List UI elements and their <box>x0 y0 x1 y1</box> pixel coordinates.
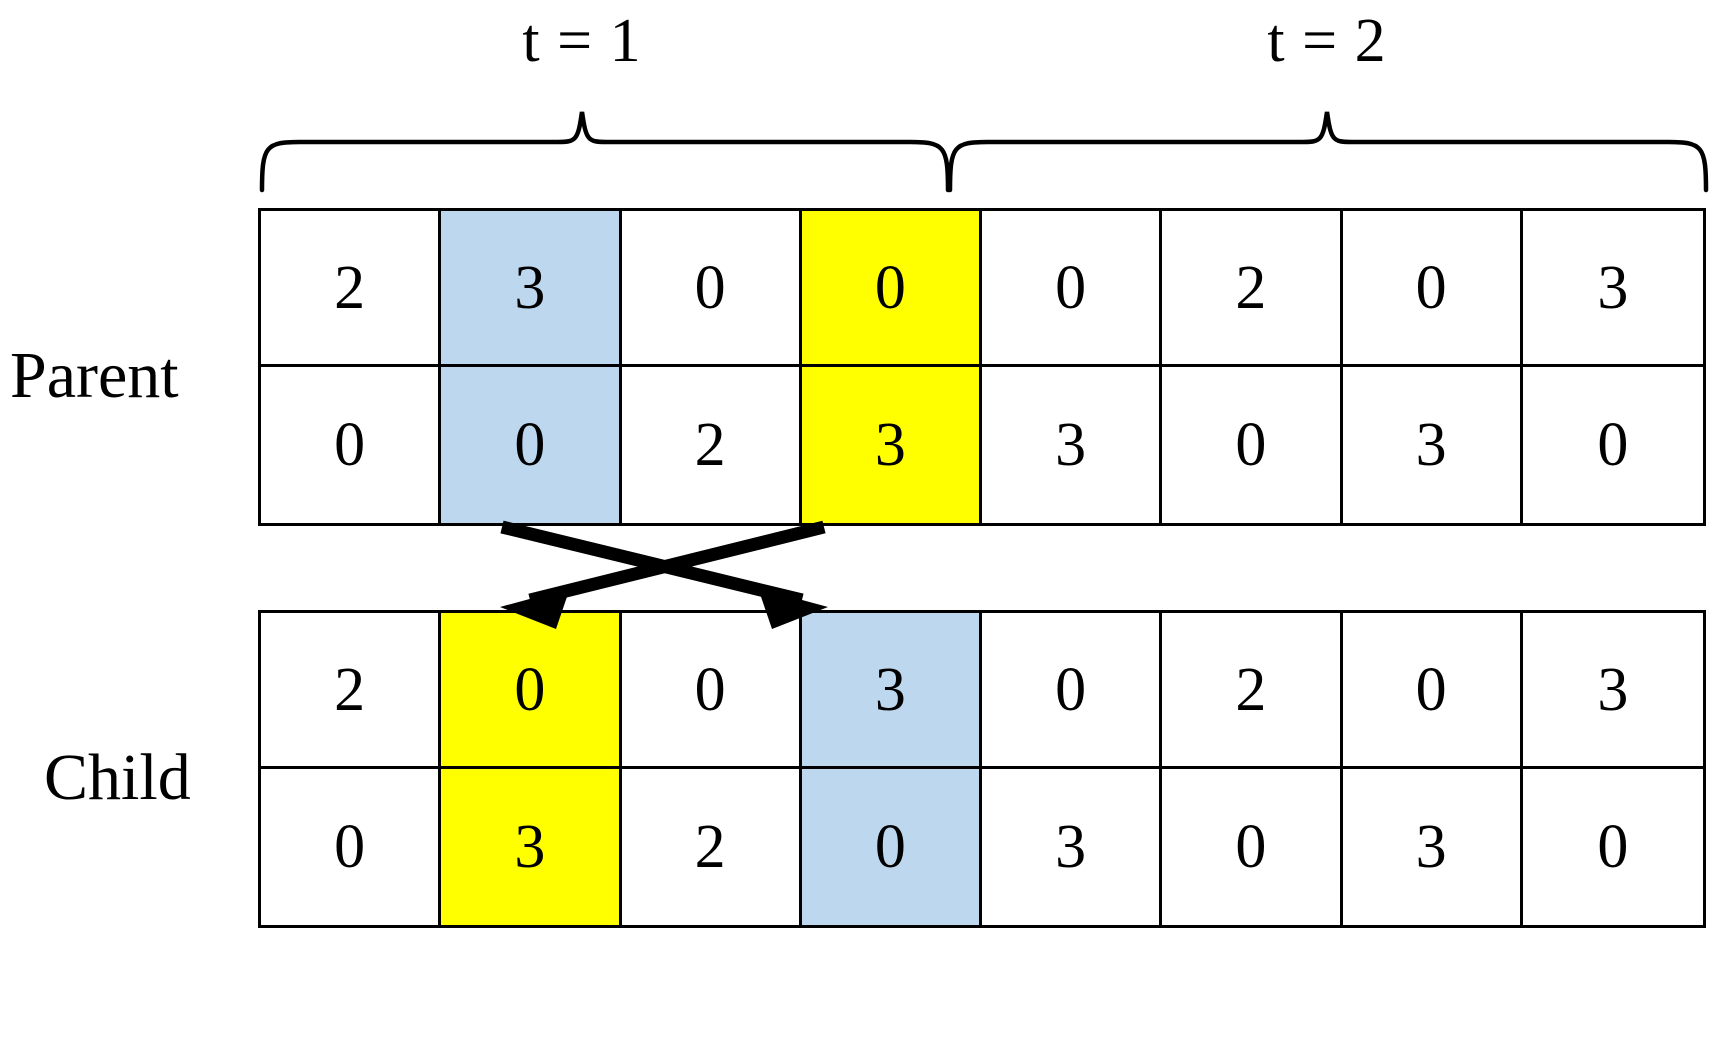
child-cell-r1c3: 0 <box>621 613 802 769</box>
child-cell-r2c5: 3 <box>982 769 1163 925</box>
child-cell-r1c7: 0 <box>1342 613 1523 769</box>
parent-cell-r2c6: 0 <box>1162 367 1343 523</box>
parent-cell-r2c2: 0 <box>441 367 622 523</box>
parent-cell-r1c3: 0 <box>621 211 802 367</box>
brace-t1 <box>259 111 951 193</box>
parent-row-label: Parent <box>10 339 179 412</box>
child-chromosome-grid: 2 0 0 3 0 2 0 3 0 3 2 0 3 0 3 0 <box>258 610 1706 928</box>
child-cell-r1c4: 3 <box>801 613 982 769</box>
parent-cell-r1c6: 2 <box>1162 211 1343 367</box>
child-cell-r1c2: 0 <box>441 613 622 769</box>
parent-cell-r1c8: 3 <box>1522 211 1703 367</box>
child-cell-r1c1: 2 <box>261 613 442 769</box>
child-cell-r1c6: 2 <box>1162 613 1343 769</box>
child-cell-r2c7: 3 <box>1343 769 1523 925</box>
parent-cell-r1c2: 3 <box>441 211 622 367</box>
brace-label-t1: t = 1 <box>522 7 642 75</box>
child-cell-r2c6: 0 <box>1162 769 1343 925</box>
child-cell-r1c8: 3 <box>1522 613 1703 769</box>
child-cell-r1c5: 0 <box>982 613 1163 769</box>
parent-cell-r2c5: 3 <box>982 367 1163 523</box>
child-cell-r2c1: 0 <box>261 769 442 925</box>
parent-cell-r1c5: 0 <box>982 211 1163 367</box>
child-row-label: Child <box>44 741 191 814</box>
parent-cell-r2c7: 3 <box>1343 367 1523 523</box>
brace-label-t2: t = 2 <box>1267 7 1387 75</box>
child-cell-r2c4: 0 <box>801 769 982 925</box>
child-cell-r2c3: 2 <box>622 769 802 925</box>
parent-cell-r1c7: 0 <box>1342 211 1523 367</box>
parent-cell-r2c8: 0 <box>1597 411 1629 479</box>
parent-chromosome-grid: 2 3 0 0 0 2 0 3 0 0 2 3 3 0 3 0 <box>258 208 1706 526</box>
parent-cell-r1c4: 0 <box>801 211 982 367</box>
parent-cell-r2c3: 2 <box>622 367 802 523</box>
brace-t2 <box>947 111 1709 193</box>
parent-cell-r2c4: 3 <box>801 367 982 523</box>
child-cell-r2c2: 3 <box>441 769 622 925</box>
parent-cell-r2c1: 0 <box>261 367 442 523</box>
child-cell-r2c8: 0 <box>1597 813 1629 881</box>
parent-cell-r1c1: 2 <box>261 211 442 367</box>
